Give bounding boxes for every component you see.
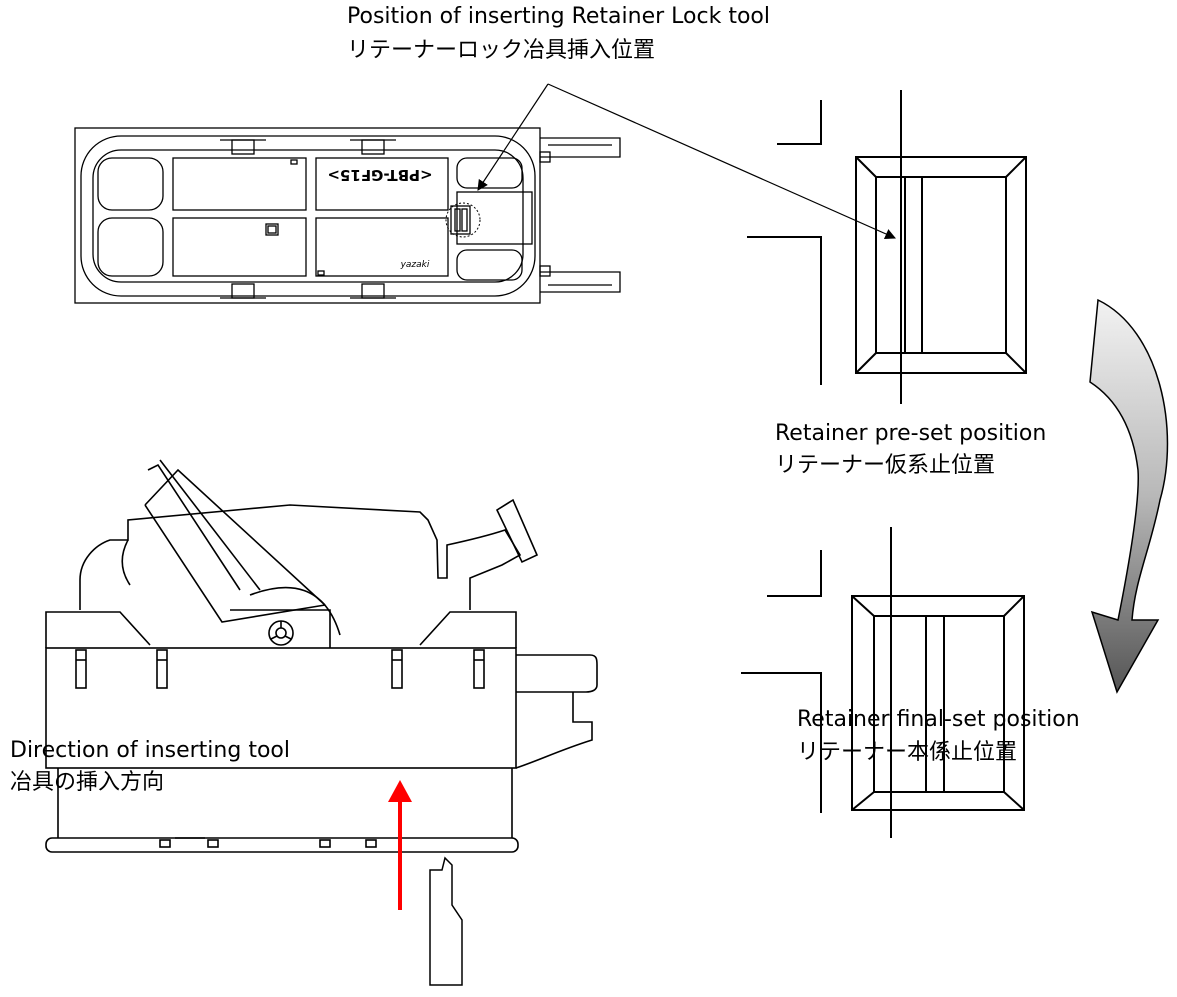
retainer-lock-tool (429, 856, 463, 986)
connector-side-view (45, 459, 598, 853)
retainer-preset-detail (747, 90, 1027, 404)
insert-position-label-ja: リテーナーロック冶具挿入位置 (347, 38, 656, 63)
connector-marking: <PBT-GF15> (327, 166, 432, 184)
connector-top-view (74, 127, 621, 304)
leader-arrow-to-preset (547, 83, 896, 239)
insert-position-label-en: Position of inserting Retainer Lock tool (347, 4, 770, 29)
preset-position-label-en: Retainer pre-set position (775, 421, 1047, 446)
finalset-position-label-ja: リテーナー本係止位置 (797, 740, 1018, 765)
direction-label-en: Direction of inserting tool (10, 738, 290, 763)
curved-transition-arrow (1089, 298, 1169, 694)
leader-arrow-to-connector (477, 83, 549, 191)
insertion-direction-arrow (388, 780, 412, 910)
maker-mark: yazaki (400, 260, 430, 270)
preset-position-label-ja: リテーナー仮系止位置 (775, 453, 996, 478)
direction-label-ja: 冶具の挿入方向 (10, 770, 165, 795)
retainer-finalset-detail (741, 527, 1025, 838)
finalset-position-label-en: Retainer final-set position (797, 707, 1080, 732)
